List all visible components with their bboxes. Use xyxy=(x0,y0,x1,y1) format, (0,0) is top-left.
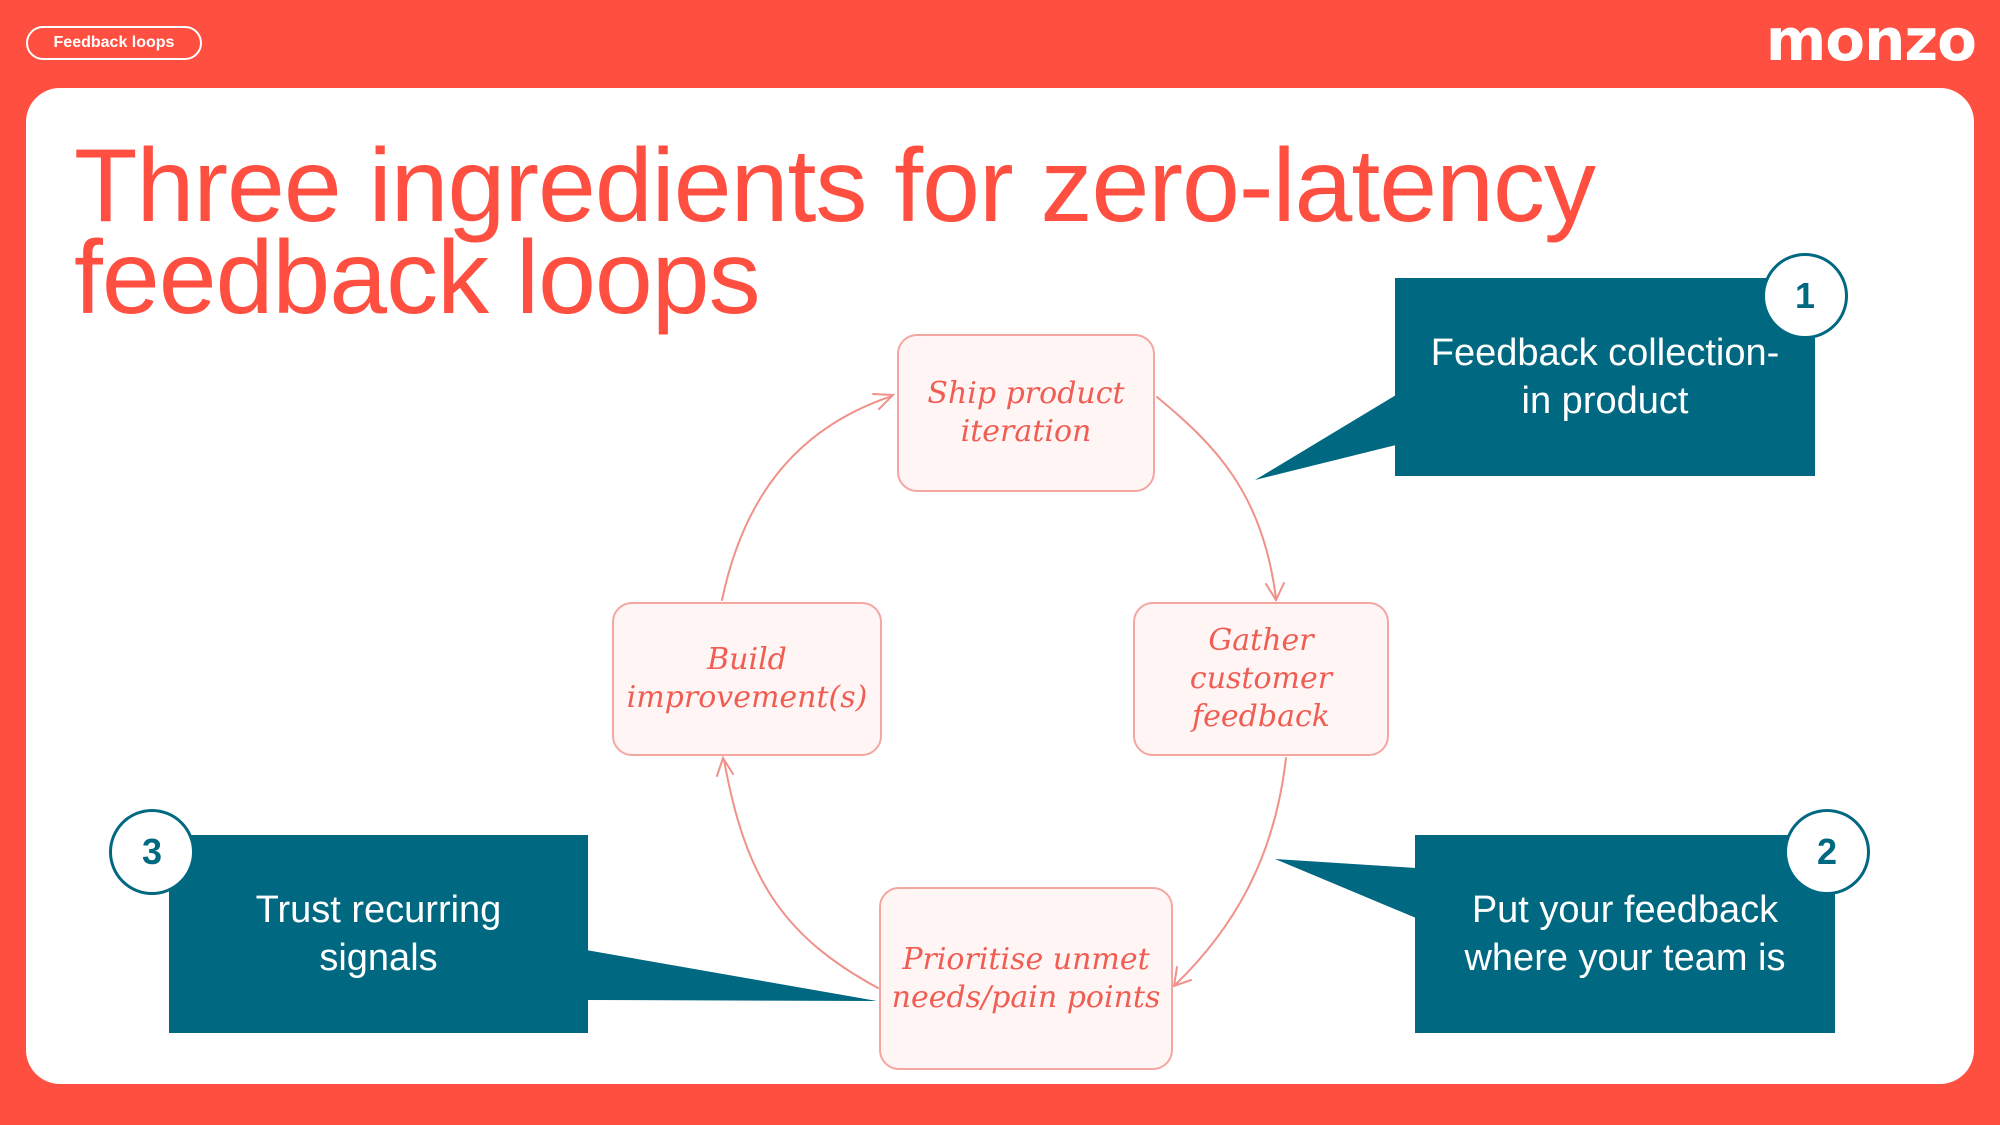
node-gather-customer-feedback: Gather customer feedback xyxy=(1133,602,1389,756)
section-tag: Feedback loops xyxy=(26,26,202,60)
arrow-build-to-ship xyxy=(721,395,893,601)
callout-2-line-2: where your team is xyxy=(1464,937,1786,979)
node-ship-product-iteration: Ship product iteration xyxy=(897,334,1155,492)
slide-title: Three ingredients for zero-latency feedb… xyxy=(74,128,1774,336)
node-ship-line-2: iteration xyxy=(960,414,1092,449)
node-prioritise-line-1: Prioritise unmet xyxy=(902,941,1150,977)
callout-3-line-2: signals xyxy=(319,937,438,979)
title-line-2: feedback loops xyxy=(74,220,761,336)
monzo-logo: monzo xyxy=(1765,6,1977,74)
callout-put-feedback-where-team-is: Put your feedback where your team is xyxy=(1415,835,1835,1033)
callout-1-pointer xyxy=(1255,395,1396,480)
arrowhead-gather-to-prioritise xyxy=(1172,966,1192,988)
node-build-line-2: improvement(s) xyxy=(626,680,868,715)
callout-1-line-2: in product xyxy=(1521,380,1689,422)
arrowhead-prioritise-to-build xyxy=(716,755,734,777)
callout-3-pointer xyxy=(586,950,877,1001)
node-gather-line-2: feedback xyxy=(1192,699,1330,734)
arrowhead-ship-to-gather xyxy=(1265,582,1285,603)
arrow-ship-to-gather xyxy=(1156,396,1277,599)
node-prioritise-line-2: needs/pain points xyxy=(891,979,1161,1015)
callout-trust-recurring-signals: Trust recurring signals xyxy=(169,835,588,1033)
arrow-gather-to-prioritise xyxy=(1174,757,1287,986)
arrowhead-build-to-ship xyxy=(872,393,896,410)
callout-1-number-badge: 1 xyxy=(1762,253,1848,339)
title-line-1: Three ingredients for zero-latency xyxy=(74,128,1596,244)
callout-1-line-1: Feedback collection- xyxy=(1430,332,1780,374)
callout-2-pointer xyxy=(1275,859,1416,918)
node-ship-line-1: Ship product xyxy=(927,376,1125,411)
node-build-improvements: Build improvement(s) xyxy=(612,602,882,756)
node-build-line-1: Build xyxy=(707,642,787,677)
arrow-prioritise-to-build xyxy=(723,759,879,989)
callout-feedback-collection: Feedback collection- in product xyxy=(1395,278,1815,476)
callout-3-number-badge: 3 xyxy=(109,809,195,895)
node-gather-line-1: Gather customer xyxy=(1189,623,1333,696)
callout-2-number-badge: 2 xyxy=(1784,809,1870,895)
callout-2-line-1: Put your feedback xyxy=(1471,889,1779,931)
callout-3-line-1: Trust recurring xyxy=(255,889,502,931)
node-prioritise-needs: Prioritise unmet needs/pain points xyxy=(879,887,1173,1070)
